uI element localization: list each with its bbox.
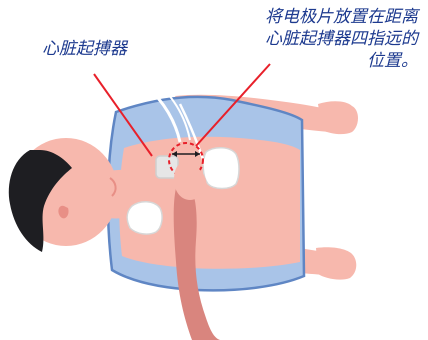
electrode-pad-upper	[203, 148, 239, 189]
instruction-line-3: 位置。	[265, 50, 418, 72]
instruction-line-2: 心脏起搏器四指远的	[265, 28, 418, 50]
instruction-label: 将电极片放置在距离 心脏起搏器四指远的 位置。	[265, 6, 418, 72]
instruction-line-1: 将电极片放置在距离	[265, 6, 418, 28]
patient-hand-lower	[316, 247, 356, 279]
pacemaker-label: 心脏起搏器	[42, 38, 127, 60]
electrode-pad-lower	[127, 202, 162, 234]
patient-hand-upper	[318, 101, 358, 134]
